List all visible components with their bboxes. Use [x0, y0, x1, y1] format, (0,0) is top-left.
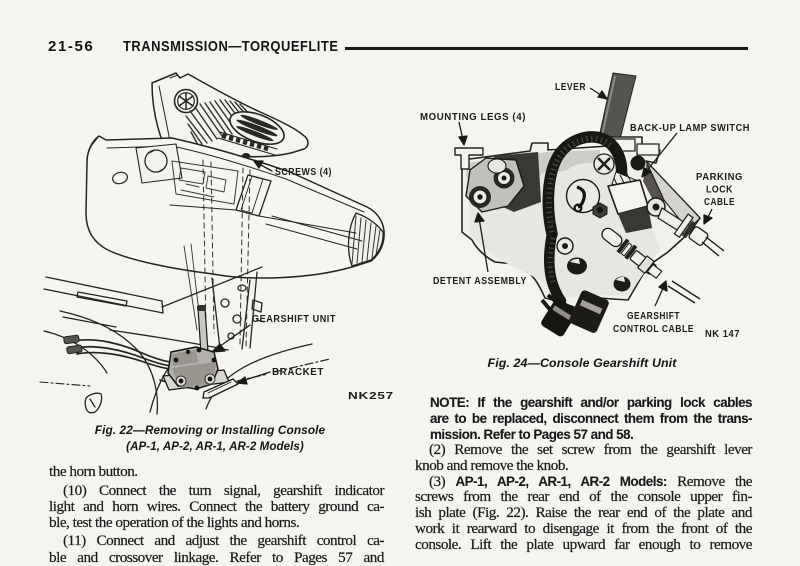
svg-text:NK 147: NK 147: [705, 329, 740, 340]
svg-text:GEARSHIFT UNIT: GEARSHIFT UNIT: [252, 314, 336, 325]
svg-text:BACK-UP LAMP SWITCH: BACK-UP LAMP SWITCH: [630, 123, 750, 134]
svg-text:CONTROL CABLE: CONTROL CABLE: [613, 324, 694, 335]
svg-text:SCREWS (4): SCREWS (4): [275, 167, 332, 178]
svg-text:PARKING: PARKING: [696, 172, 743, 183]
svg-text:GEARSHIFT: GEARSHIFT: [627, 311, 680, 322]
svg-text:CABLE: CABLE: [704, 197, 735, 208]
svg-text:DETENT ASSEMBLY: DETENT ASSEMBLY: [433, 276, 527, 287]
svg-text:MOUNTING LEGS (4): MOUNTING LEGS (4): [420, 112, 526, 123]
svg-text:LEVER: LEVER: [555, 82, 586, 93]
svg-text:NK257: NK257: [348, 391, 394, 402]
svg-text:LOCK: LOCK: [706, 185, 733, 196]
svg-text:BRACKET: BRACKET: [272, 367, 324, 378]
